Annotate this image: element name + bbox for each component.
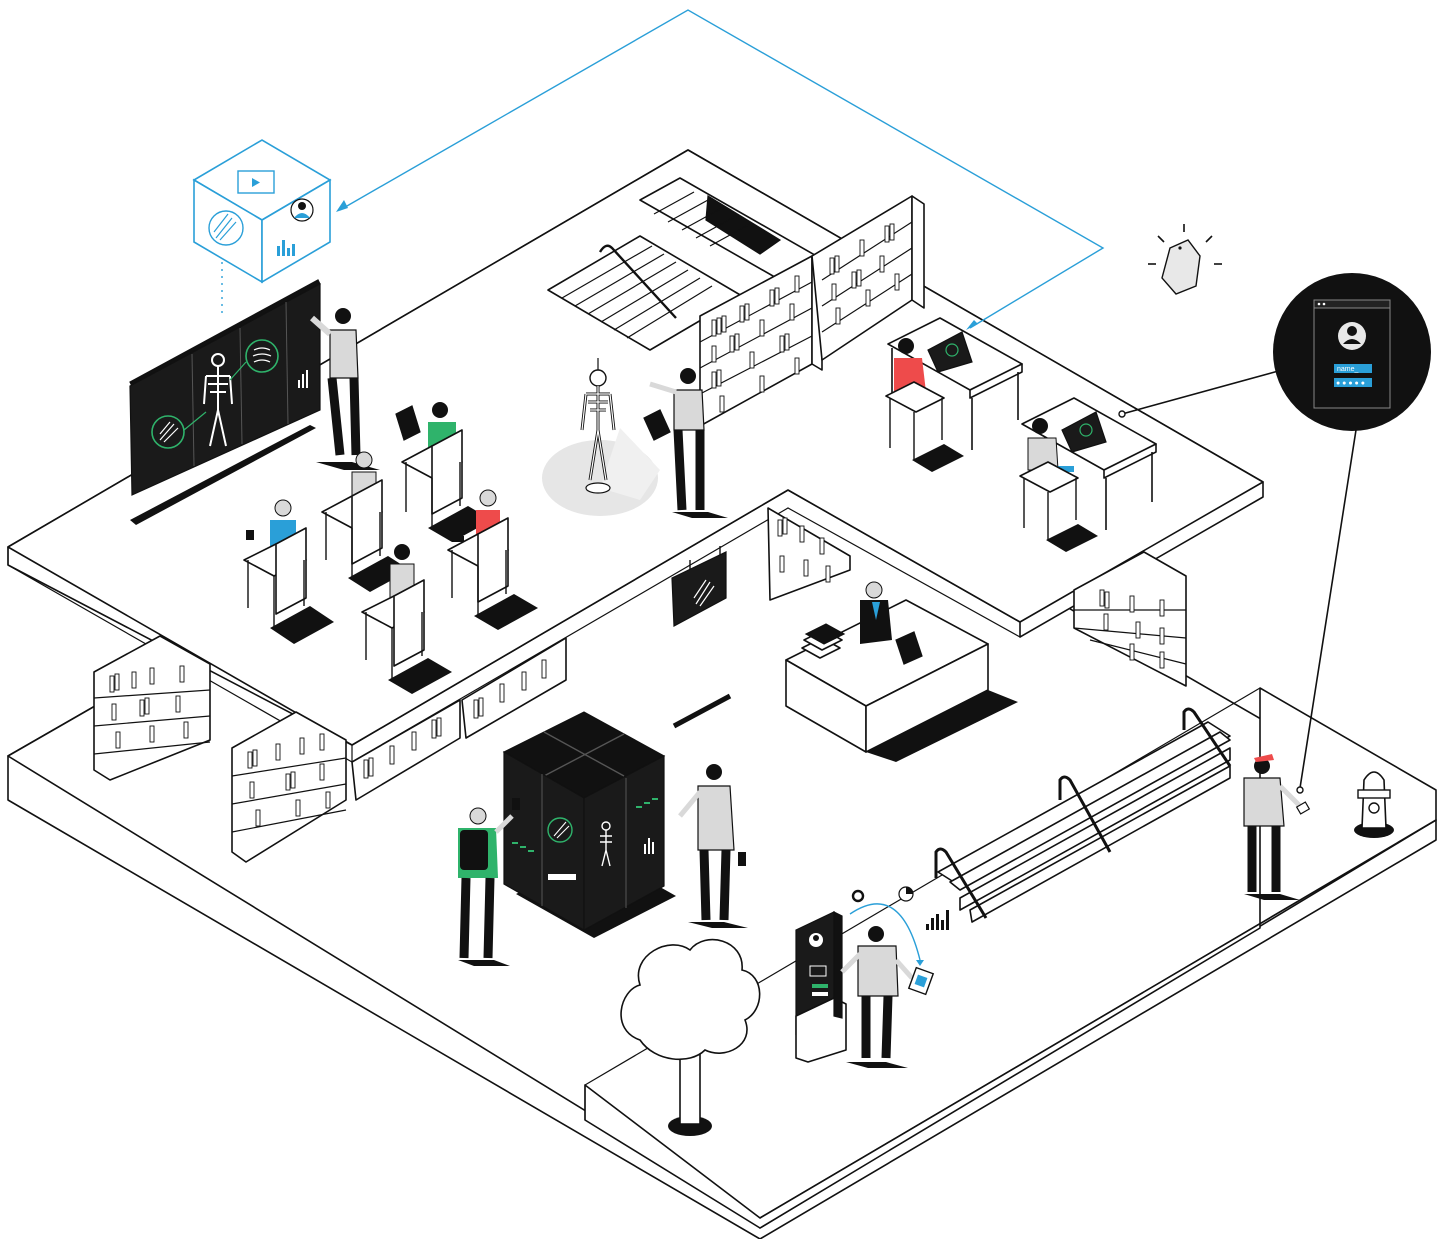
bar-chart-icon xyxy=(277,240,295,256)
laptop-desk-2 xyxy=(1019,397,1157,552)
hanging-xray-screen xyxy=(671,546,727,627)
student-blue xyxy=(243,499,334,644)
bookshelf-ground-left xyxy=(93,635,211,781)
student-grey-front xyxy=(361,544,452,694)
skeleton-icon xyxy=(203,353,233,447)
student-red-laptop xyxy=(885,338,964,472)
user-avatar-icon xyxy=(290,198,314,222)
totem-user-person xyxy=(840,926,935,1068)
student-green xyxy=(395,402,492,542)
fire-hydrant xyxy=(1354,771,1394,838)
bench xyxy=(934,707,1232,923)
skeleton-icon xyxy=(600,821,612,867)
student-backpack-person xyxy=(458,798,520,966)
password-field-mask: ● ● ● ● ● xyxy=(1336,380,1365,387)
login-screen: name_ ● ● ● ● ● xyxy=(1313,299,1391,409)
xray-hand-icon xyxy=(547,817,573,843)
phone-user-person xyxy=(678,764,748,928)
interactive-cube-kiosk xyxy=(502,711,676,938)
xray-hand-icon xyxy=(151,415,185,449)
reception-desk xyxy=(785,581,1018,762)
bookshelf-ground-under-2 xyxy=(461,637,567,739)
username-field-label: name_ xyxy=(1337,366,1359,373)
data-flow-lines xyxy=(221,9,1105,330)
bookshelf-ground-under-1 xyxy=(351,699,461,801)
stacked-books xyxy=(801,623,846,659)
play-icon xyxy=(237,170,275,194)
bar-chart-icon xyxy=(926,910,949,930)
bookshelf-ground-back xyxy=(767,507,851,601)
signal-icon xyxy=(849,886,949,966)
student-chairs xyxy=(243,402,538,694)
laptop-desk-1 xyxy=(885,317,1023,472)
skeleton-model xyxy=(542,358,660,516)
student-red xyxy=(447,489,538,630)
presenter-person xyxy=(310,308,380,470)
tree xyxy=(620,938,761,1136)
cloud-data-cube xyxy=(192,139,332,284)
student-grey-laptop xyxy=(1019,418,1098,552)
video-wall xyxy=(129,279,321,525)
login-callout: name_ ● ● ● ● ● xyxy=(1118,273,1431,794)
librarian-person xyxy=(860,581,892,644)
bookshelf-upper-2 xyxy=(811,195,925,361)
xray-chest-icon xyxy=(245,339,279,373)
xray-hand-icon xyxy=(208,210,244,246)
beacon-icon xyxy=(1148,224,1222,295)
user-avatar-icon xyxy=(1338,322,1366,350)
stairs xyxy=(547,177,821,351)
bookshelf-ground-right xyxy=(1073,551,1187,687)
digital-totem xyxy=(795,911,847,1063)
bar-chart-icon xyxy=(644,838,654,854)
visitor-red-cap-person xyxy=(1243,754,1311,900)
tablet-teacher-person xyxy=(643,368,728,518)
bar-chart-icon xyxy=(298,370,308,388)
bookshelf-ground-middle xyxy=(231,711,347,863)
